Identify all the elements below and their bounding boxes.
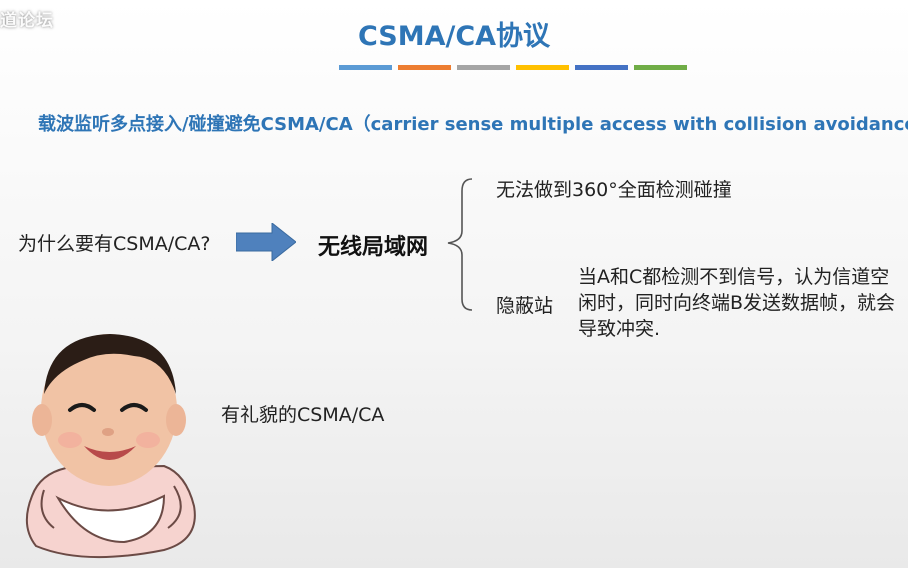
decorative-color-bars [339,65,687,70]
curly-brace-icon [447,178,473,311]
topic-text: 无线局域网 [318,235,429,260]
color-bar [339,65,392,70]
color-bar [575,65,628,70]
right-arrow-icon [236,223,296,261]
caption-text: 有礼貌的CSMA/CA [221,404,385,426]
color-bar [634,65,687,70]
reason-360-detection: 无法做到360°全面检测碰撞 [496,179,732,201]
baby-illustration [25,334,196,559]
color-bar [457,65,510,70]
color-bar [398,65,451,70]
question-text: 为什么要有CSMA/CA? [18,233,211,255]
slide-title: CSMA/CA协议 [357,21,551,52]
watermark-text: 道论坛 [0,11,54,31]
hidden-station-description: 当A和C都检测不到信号，认为信道空闲时，同时向终端B发送数据帧，就会导致冲突. [578,266,896,340]
slide-subtitle: 载波监听多点接入/碰撞避免CSMA/CA（carrier sense multi… [38,114,908,135]
color-bar [516,65,569,70]
hidden-station-label: 隐蔽站 [496,295,554,317]
